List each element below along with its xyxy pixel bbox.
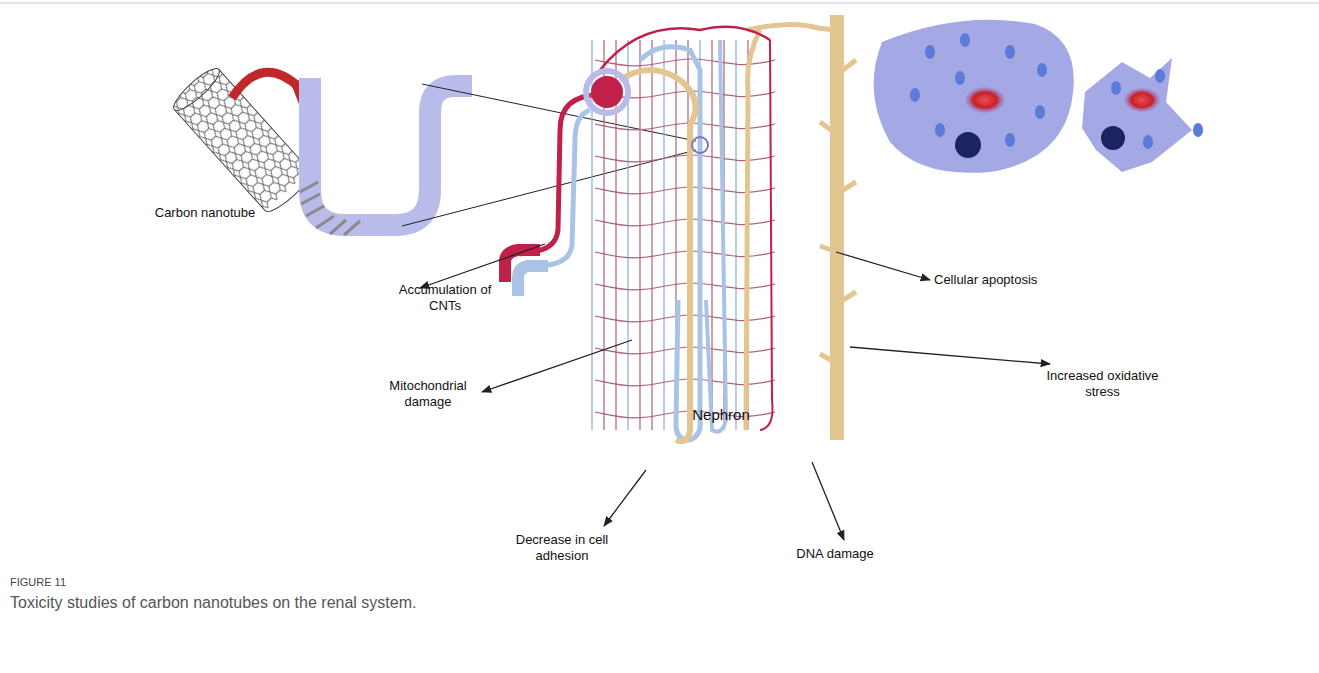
effect-label: Cellular apoptosis (934, 272, 1084, 288)
apoptotic-cell (1082, 58, 1203, 172)
effect-label: Decrease in cell adhesion (512, 532, 612, 565)
structure-label: Nephron (676, 406, 766, 425)
tubule-segment (310, 78, 472, 225)
effect-label: Mitochondrial damage (378, 378, 478, 411)
effect-label: Increased oxidative stress (1040, 368, 1165, 401)
effect-label: DNA damage (785, 546, 885, 562)
component-label: Carbon nanotube (135, 205, 275, 221)
frame-line (0, 3, 1319, 4)
nephron-illustration (505, 15, 856, 441)
leader-arrow (420, 244, 1050, 540)
figure-number: FIGURE 11 (10, 576, 66, 590)
effect-label: Accumulation of CNTs (395, 282, 495, 315)
figure-caption: Toxicity studies of carbon nanotubes on … (10, 593, 416, 613)
transfer-arrow (232, 72, 300, 98)
cnt-deposit (300, 182, 360, 235)
normal-cell (874, 20, 1074, 173)
